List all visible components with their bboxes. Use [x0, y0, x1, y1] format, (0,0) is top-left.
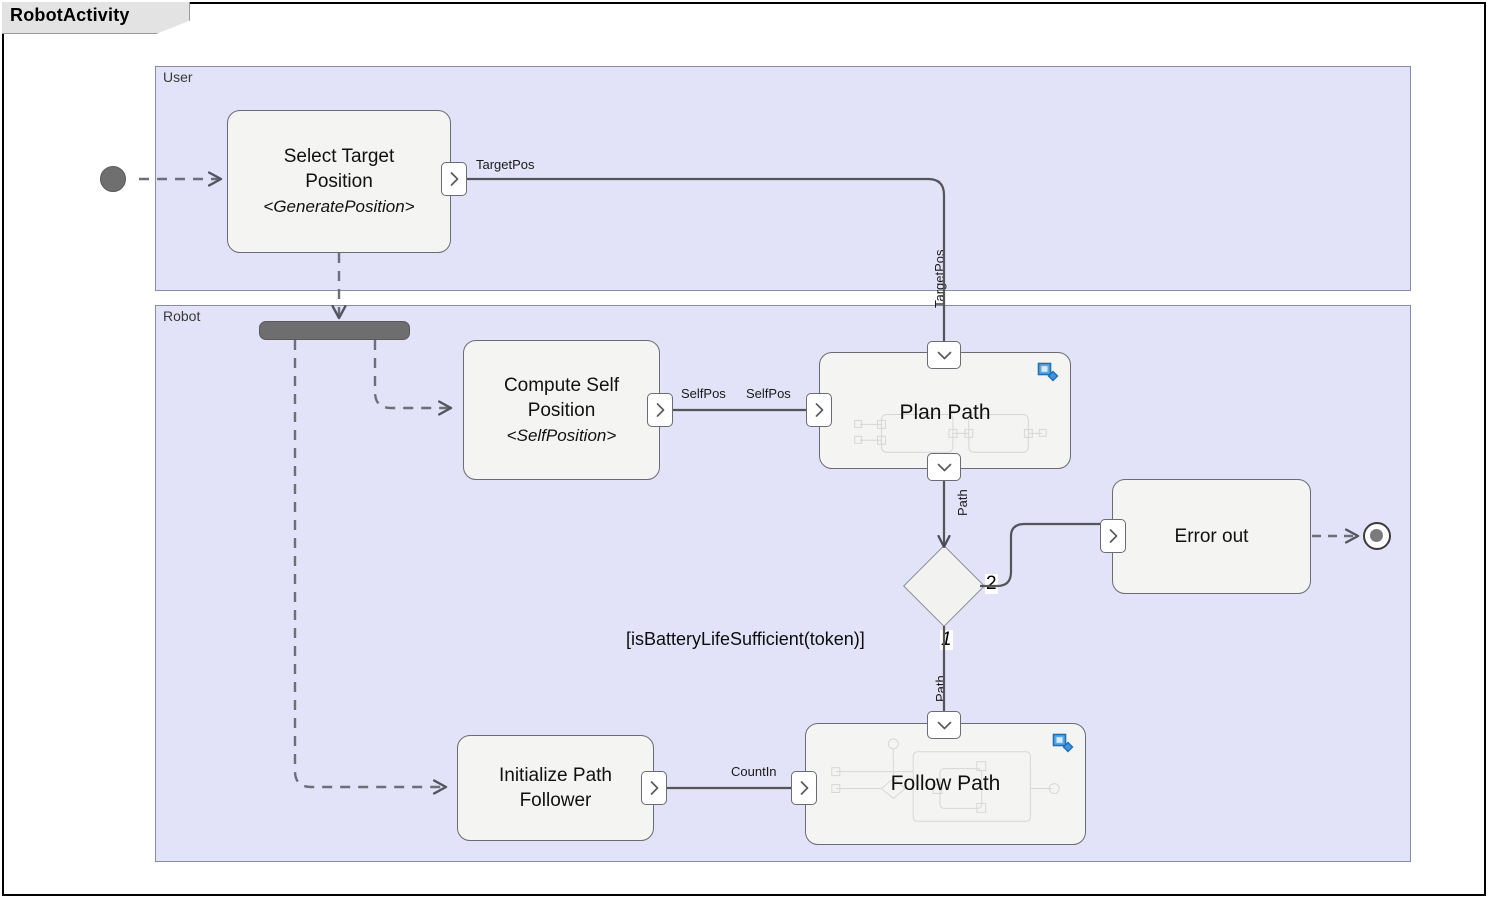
edge-label-targetpos-out: TargetPos — [476, 157, 535, 172]
edge-label-selfpos-in: SelfPos — [746, 386, 791, 401]
follow-path-internal-structure-watermark — [831, 738, 1060, 822]
action-select-target-position[interactable]: Select Target Position <GeneratePosition… — [227, 110, 451, 253]
chevron-right-icon — [1109, 529, 1117, 543]
action-follow-path[interactable]: Follow Path — [805, 723, 1086, 845]
action-stereotype: <GeneratePosition> — [263, 197, 415, 216]
initial-node[interactable] — [100, 166, 126, 192]
input-pin-follow-path-path[interactable] — [927, 711, 961, 739]
action-label: Initialize Path Follower — [498, 765, 612, 811]
edge-label-selfpos-out: SelfPos — [681, 386, 726, 401]
edge-label-path-to-decision: Path — [955, 489, 970, 516]
chevron-right-icon — [800, 781, 808, 795]
output-pin-countin[interactable] — [641, 771, 667, 805]
edge-label-path-to-follow: Path — [933, 675, 948, 702]
composite-structure-icon — [1037, 362, 1059, 382]
swimlane-user-label: User — [163, 69, 193, 85]
action-initialize-path-follower[interactable]: Initialize Path Follower — [457, 735, 654, 841]
action-stereotype: <SelfPosition> — [506, 425, 617, 445]
chevron-right-icon — [656, 403, 664, 417]
plan-path-internal-structure-watermark — [854, 414, 1047, 453]
action-plan-path[interactable]: Plan Path — [819, 352, 1071, 469]
action-label: Compute Self Position — [503, 374, 620, 421]
input-pin-plan-path-selfpos[interactable] — [806, 393, 832, 427]
activity-final-node[interactable] — [1363, 522, 1391, 550]
output-pin-selfpos[interactable] — [647, 393, 673, 427]
output-pin-targetpos[interactable] — [441, 162, 467, 196]
action-label: Follow Path — [890, 772, 1001, 795]
decision-branch-1-label: 1 — [940, 629, 953, 650]
action-label: Select Target Position — [283, 146, 395, 192]
chevron-down-icon — [937, 463, 951, 471]
diagram-title: RobotActivity — [10, 5, 130, 25]
edge-label-countin: CountIn — [731, 764, 777, 779]
output-pin-plan-path-path[interactable] — [927, 453, 961, 481]
action-compute-self-position[interactable]: Compute Self Position <SelfPosition> — [463, 340, 660, 480]
decision-branch-2-label: 2 — [985, 573, 998, 594]
decision-guard-label: [isBatteryLifeSufficient(token)] — [626, 629, 865, 649]
fork-node[interactable] — [259, 321, 410, 340]
action-error-out[interactable]: Error out — [1112, 479, 1311, 594]
input-pin-follow-path-countin[interactable] — [791, 771, 817, 805]
chevron-down-icon — [937, 721, 951, 729]
edge-label-targetpos-vertical: TargetPos — [932, 249, 947, 308]
composite-structure-icon — [1052, 733, 1074, 753]
input-pin-error-out[interactable] — [1100, 519, 1126, 553]
diagram-title-tab — [2, 2, 190, 34]
swimlane-robot-label: Robot — [163, 308, 201, 324]
input-pin-plan-path-targetpos[interactable] — [927, 341, 961, 369]
chevron-right-icon — [650, 781, 658, 795]
chevron-right-icon — [450, 172, 458, 186]
chevron-down-icon — [937, 351, 951, 359]
chevron-right-icon — [815, 403, 823, 417]
action-label: Error out — [1174, 526, 1249, 547]
action-label: Plan Path — [899, 401, 991, 424]
